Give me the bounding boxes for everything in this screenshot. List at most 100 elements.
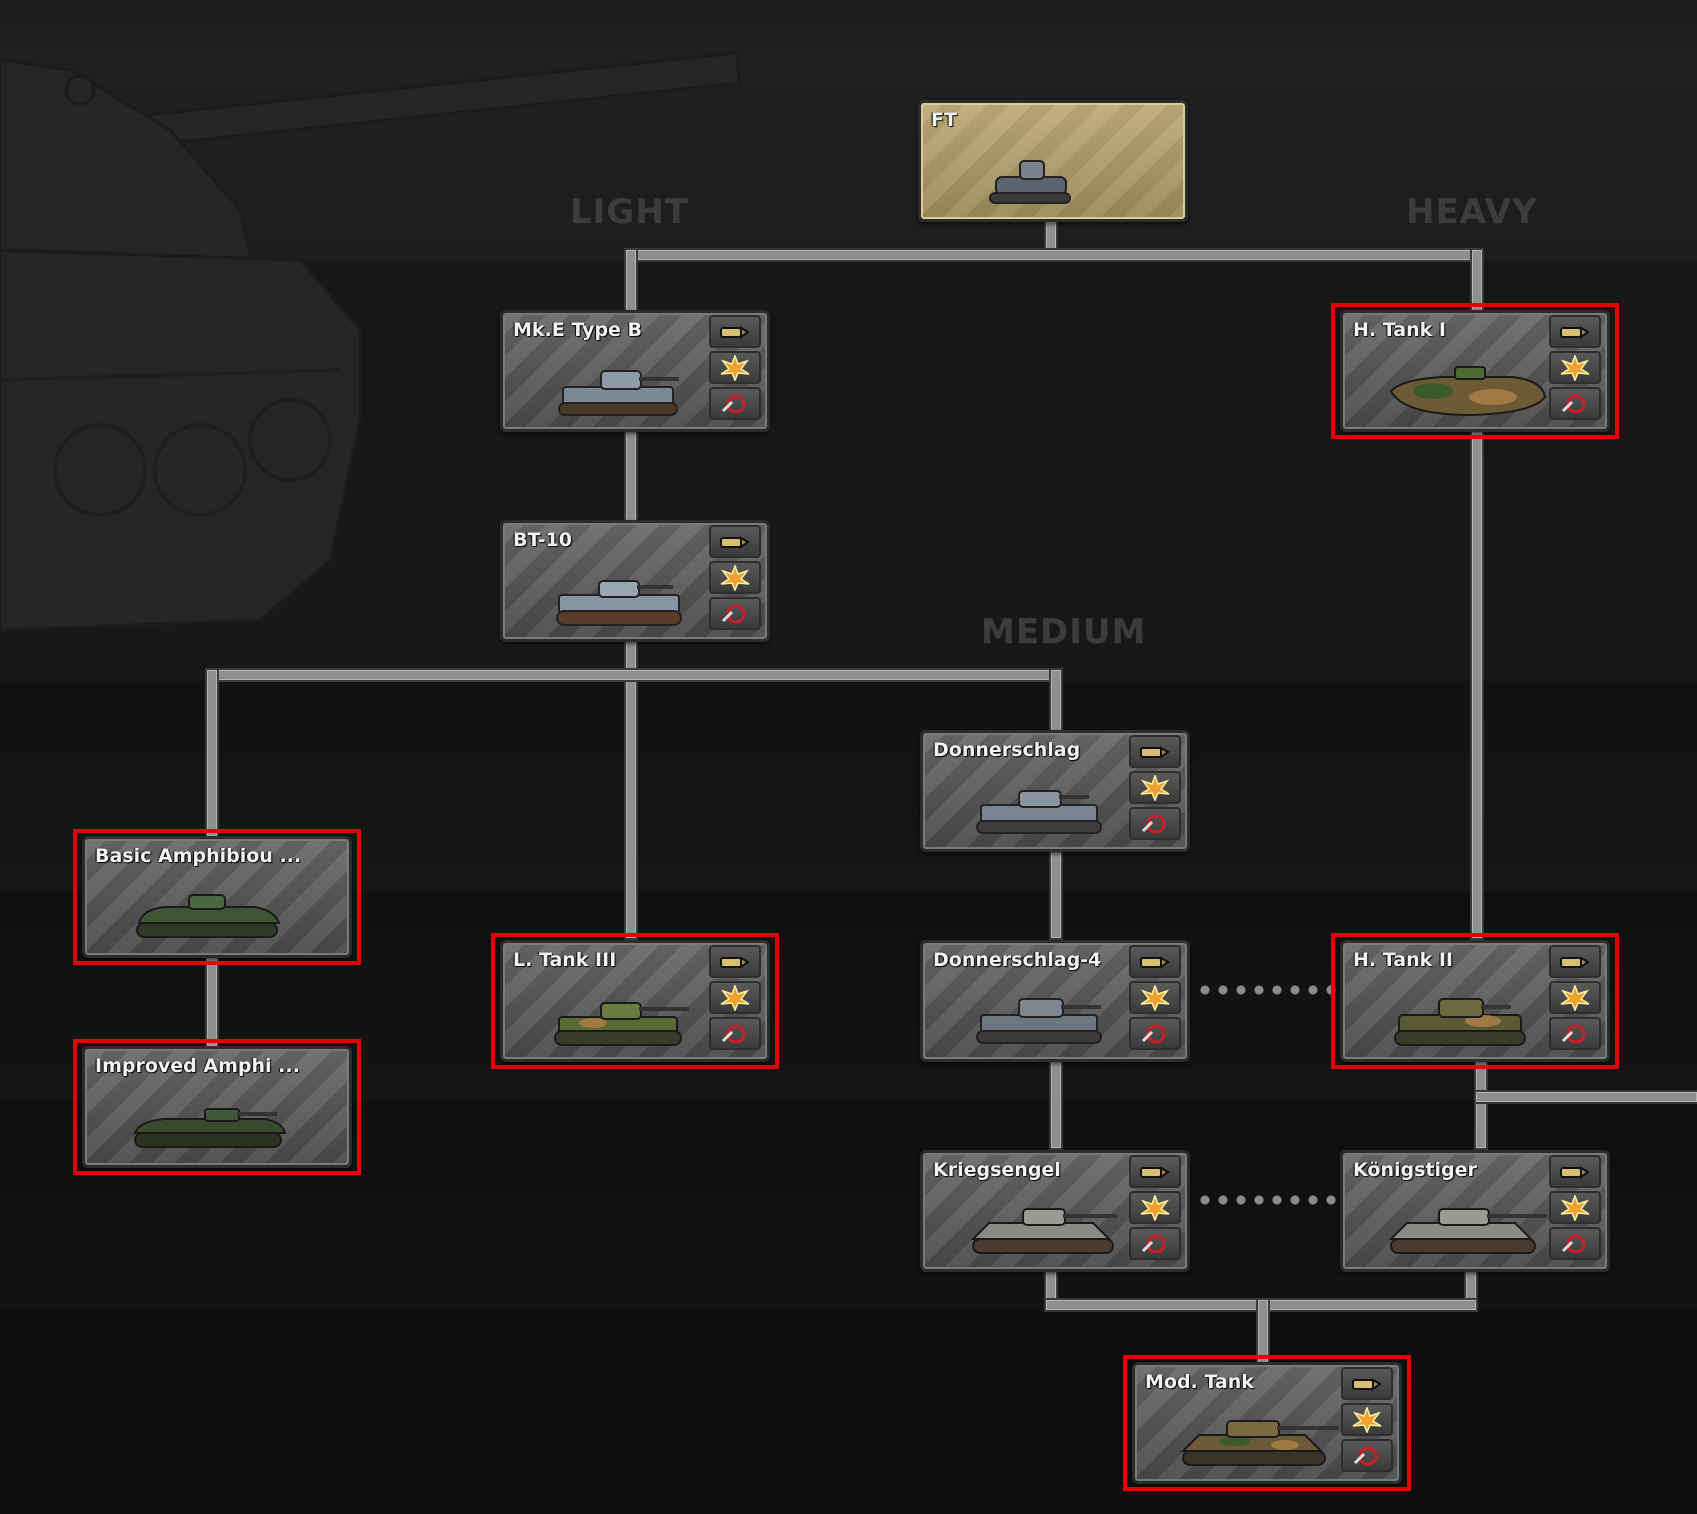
connector-line xyxy=(207,956,217,1046)
tech-card-h-tank-i[interactable]: H. Tank I xyxy=(1331,303,1619,439)
tank-icon xyxy=(1389,366,1547,417)
tech-name: H. Tank I xyxy=(1353,319,1446,341)
tech-name: Improved Amphi ... xyxy=(95,1055,300,1077)
tech-name: FT xyxy=(931,109,957,131)
tech-card-donnerschlag[interactable]: Donnerschlag xyxy=(920,730,1190,852)
connector-line xyxy=(626,250,1482,260)
connector-line xyxy=(1046,222,1056,260)
tank-icon xyxy=(976,998,1102,1044)
repair-icon xyxy=(1129,1227,1181,1260)
tech-name: Mod. Tank xyxy=(1145,1371,1254,1393)
ammo-icon xyxy=(709,525,761,558)
repair-icon xyxy=(1129,1017,1181,1050)
ammo-icon xyxy=(1129,735,1181,768)
ammo-icon xyxy=(1549,945,1601,978)
explosion-icon xyxy=(709,351,761,384)
tech-card-improved-amphibious[interactable]: Improved Amphi ... xyxy=(73,1039,361,1175)
tech-card-h-tank-ii[interactable]: H. Tank II xyxy=(1331,933,1619,1069)
connector-line xyxy=(1472,250,1482,312)
explosion-icon xyxy=(709,561,761,594)
connector-line xyxy=(626,430,636,522)
stat-icons xyxy=(709,525,763,630)
tank-icon xyxy=(1180,1420,1339,1466)
connector-line xyxy=(1258,1300,1268,1366)
tech-name: BT-10 xyxy=(513,529,572,551)
explosion-icon xyxy=(1129,1191,1181,1224)
connector-line xyxy=(626,640,636,938)
connector-line xyxy=(1051,850,1061,938)
repair-icon xyxy=(1549,387,1601,420)
tech-card-ft[interactable]: FT xyxy=(918,100,1188,222)
stat-icons xyxy=(1549,945,1603,1050)
repair-icon xyxy=(709,597,761,630)
explosion-icon xyxy=(709,981,761,1014)
tank-icon xyxy=(558,370,679,416)
stat-icons xyxy=(1129,945,1183,1050)
tech-card-l-tank-iii[interactable]: L. Tank III xyxy=(491,933,779,1069)
tech-name: Mk.E Type B xyxy=(513,319,643,341)
ammo-icon xyxy=(709,315,761,348)
repair-icon xyxy=(709,387,761,420)
tech-card-mk-e-type-b[interactable]: Mk.E Type B xyxy=(500,310,770,432)
tank-icon xyxy=(136,894,281,938)
connector-line xyxy=(626,250,636,312)
dotted-link xyxy=(1196,1194,1340,1206)
ammo-icon xyxy=(1129,945,1181,978)
tank-icon xyxy=(133,1108,287,1148)
tank-icon xyxy=(989,160,1071,204)
explosion-icon xyxy=(1549,1191,1601,1224)
tech-name: L. Tank III xyxy=(513,949,617,971)
tech-card-konigstiger[interactable]: Königstiger xyxy=(1340,1150,1610,1272)
explosion-icon xyxy=(1549,981,1601,1014)
stat-icons xyxy=(1341,1367,1395,1472)
connector-line xyxy=(1472,430,1482,938)
tank-icon xyxy=(1388,1208,1547,1254)
repair-icon xyxy=(1549,1017,1601,1050)
category-heavy-label: HEAVY xyxy=(1406,192,1538,232)
ammo-icon xyxy=(709,945,761,978)
category-light-label: LIGHT xyxy=(570,192,689,232)
connector-line xyxy=(1051,670,1061,732)
connector-line xyxy=(207,670,217,836)
dotted-link xyxy=(1196,984,1340,996)
connector-line xyxy=(1046,1268,1056,1310)
stat-icons xyxy=(709,315,763,420)
repair-icon xyxy=(1129,807,1181,840)
explosion-icon xyxy=(1549,351,1601,384)
stat-icons xyxy=(709,945,763,1050)
tech-name: Donnerschlag-4 xyxy=(933,949,1102,971)
explosion-icon xyxy=(1129,771,1181,804)
connector-line xyxy=(1466,1268,1476,1310)
explosion-icon xyxy=(1341,1403,1393,1436)
tech-name: Königstiger xyxy=(1353,1159,1477,1181)
connector-line xyxy=(1476,1060,1486,1148)
stat-icons xyxy=(1549,1155,1603,1260)
stat-icons xyxy=(1129,1155,1183,1260)
ammo-icon xyxy=(1129,1155,1181,1188)
tank-icon xyxy=(554,1002,689,1046)
connector-line xyxy=(1476,1092,1697,1102)
tech-card-kriegsengel[interactable]: Kriegsengel xyxy=(920,1150,1190,1272)
connector-line xyxy=(207,670,1061,680)
tank-icon xyxy=(1394,998,1526,1046)
tank-icon xyxy=(970,1208,1117,1254)
tank-icon xyxy=(556,580,682,626)
tech-card-donnerschlag-4[interactable]: Donnerschlag-4 xyxy=(920,940,1190,1062)
ammo-icon xyxy=(1549,315,1601,348)
tech-card-bt-10[interactable]: BT-10 xyxy=(500,520,770,642)
explosion-icon xyxy=(1129,981,1181,1014)
connector-line xyxy=(1051,1060,1061,1148)
tech-name: Kriegsengel xyxy=(933,1159,1061,1181)
repair-icon xyxy=(1341,1439,1393,1472)
tech-name: Basic Amphibiou ... xyxy=(95,845,302,867)
tech-card-mod-tank[interactable]: Mod. Tank xyxy=(1123,1355,1411,1491)
repair-icon xyxy=(709,1017,761,1050)
stat-icons xyxy=(1549,315,1603,420)
tech-card-basic-amphibious[interactable]: Basic Amphibiou ... xyxy=(73,829,361,965)
tank-icon xyxy=(976,790,1102,834)
tech-name: H. Tank II xyxy=(1353,949,1453,971)
repair-icon xyxy=(1549,1227,1601,1260)
tech-name: Donnerschlag xyxy=(933,739,1081,761)
stat-icons xyxy=(1129,735,1183,840)
